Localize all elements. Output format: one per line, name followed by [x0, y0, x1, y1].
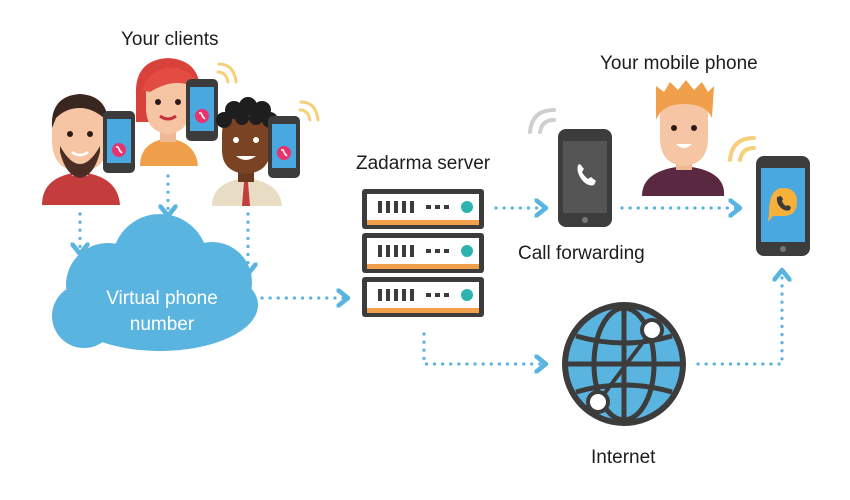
virtual-number-label: Virtual phone number	[62, 286, 262, 338]
server-label: Zadarma server	[356, 153, 491, 174]
virtual-number-line-2: number	[129, 314, 195, 335]
cloud-icon	[52, 214, 258, 351]
arrow-internet-to-mobile	[696, 272, 782, 366]
flow-arrows	[80, 174, 782, 366]
mobile-phone-label: Your mobile phone	[600, 53, 758, 74]
smartphone-icon	[103, 111, 135, 173]
client-1-avatar	[42, 94, 120, 205]
server-unit-1	[362, 189, 484, 229]
smartphone-icon	[268, 116, 300, 178]
virtual-number-line-1: Virtual phone	[106, 288, 218, 309]
mobile-owner-avatar	[642, 80, 725, 196]
clients-label: Your clients	[121, 29, 219, 50]
signal-icon	[528, 108, 556, 134]
server-unit-2	[362, 233, 484, 273]
smartphone-icon	[186, 79, 218, 141]
arrow-server-to-internet	[422, 332, 544, 364]
signal-icon	[728, 136, 756, 162]
client-2-avatar	[135, 58, 201, 166]
chat-bubble-icon	[768, 188, 797, 222]
internet-label: Internet	[591, 447, 656, 468]
signal-icon	[298, 100, 320, 122]
globe-icon	[562, 302, 686, 426]
call-forwarding-label: Call forwarding	[518, 243, 645, 264]
phone-handset-icon	[577, 164, 596, 186]
server-unit-3	[362, 277, 484, 317]
server-icon	[362, 189, 484, 317]
signal-icon	[216, 62, 238, 84]
